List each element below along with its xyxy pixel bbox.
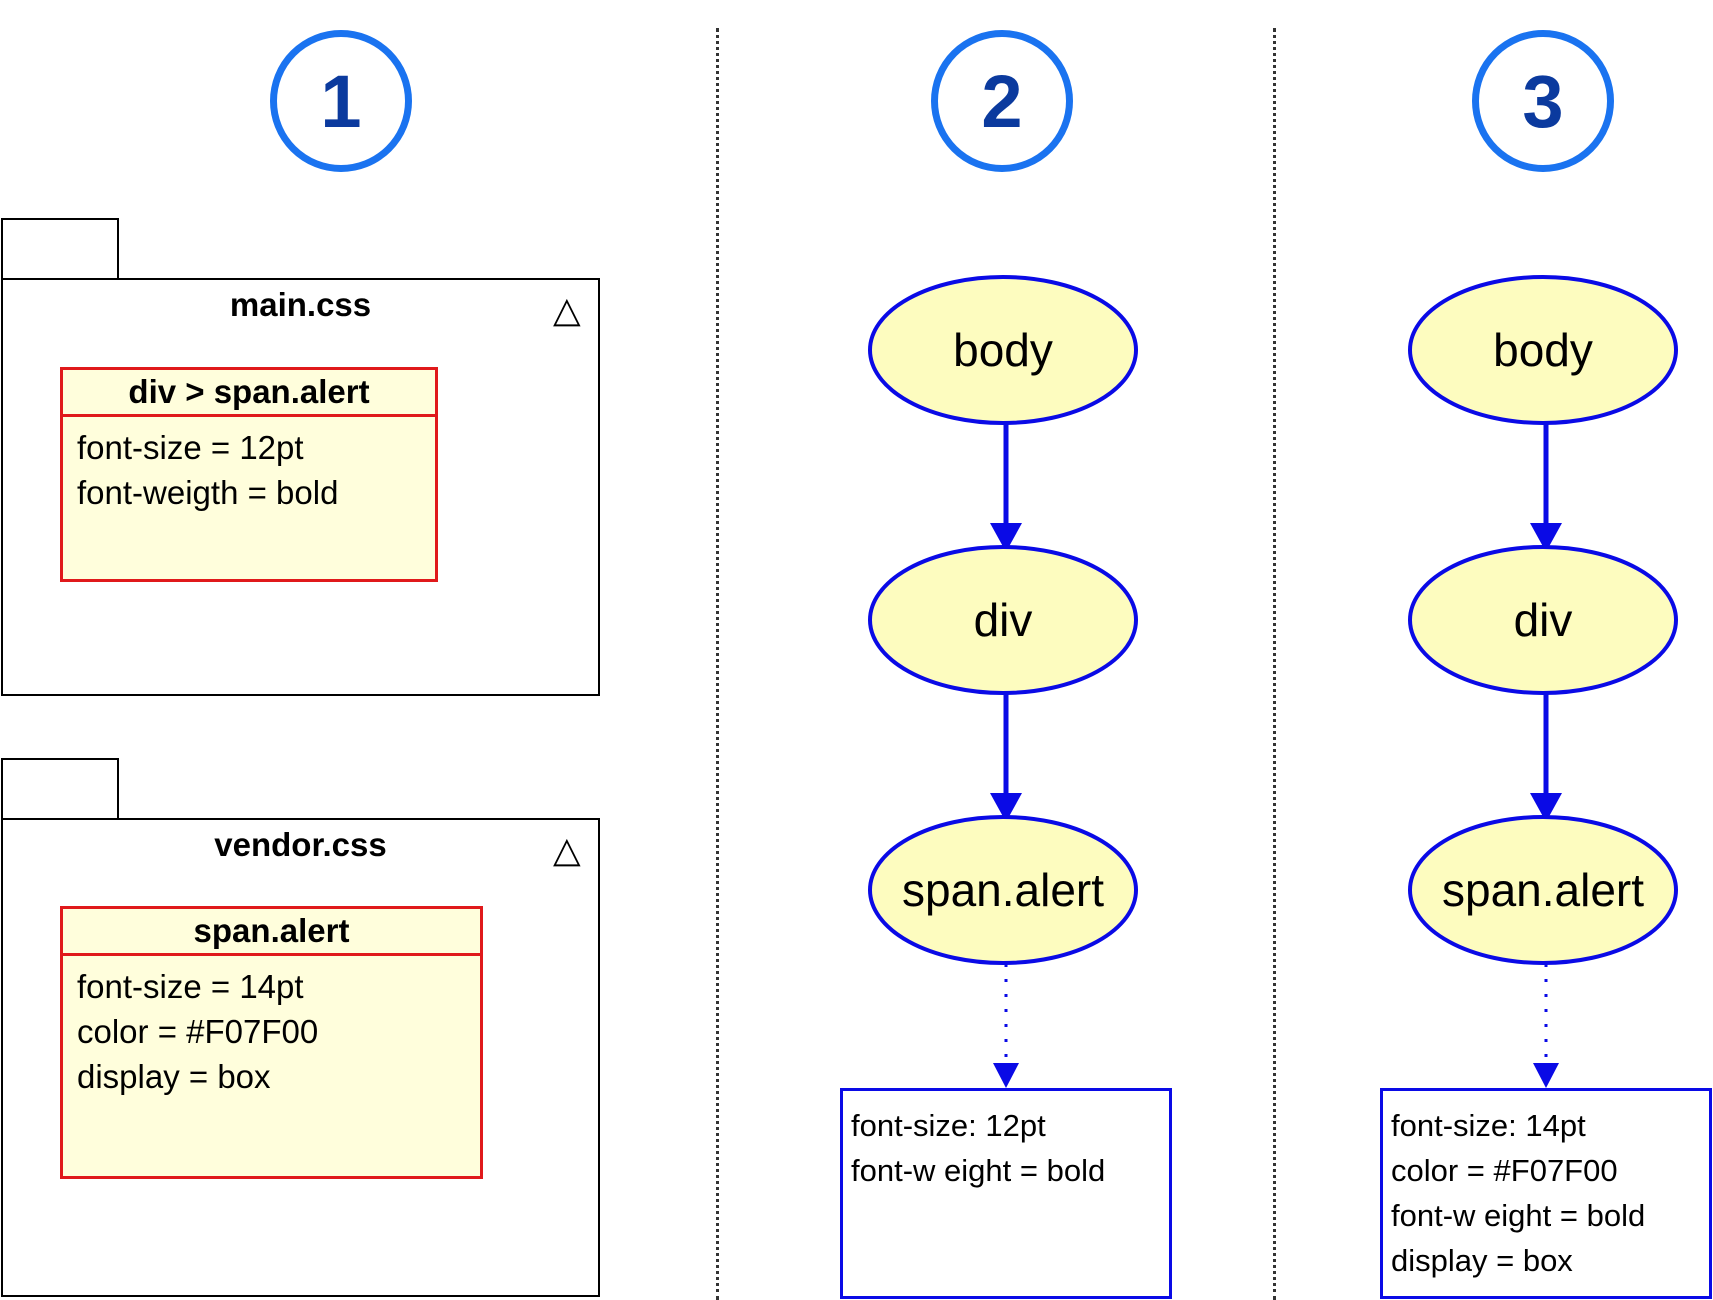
node-label: span.alert bbox=[1441, 864, 1644, 916]
step-circle-3: 3 bbox=[1472, 30, 1614, 172]
rule-properties: font-size = 12pt font-weigth = bold bbox=[63, 417, 435, 523]
rule-box: div > span.alert font-size = 12pt font-w… bbox=[60, 367, 438, 582]
arrowhead-icon bbox=[990, 793, 1022, 822]
step-circle-1: 1 bbox=[270, 30, 412, 172]
step-number: 1 bbox=[320, 59, 362, 143]
rule-properties: font-size = 14pt color = #F07F00 display… bbox=[63, 956, 480, 1107]
rule-selector: span.alert bbox=[63, 909, 480, 956]
computed-property: font-size: 12pt bbox=[851, 1108, 1046, 1143]
step-circle-2: 2 bbox=[931, 30, 1073, 172]
node-label: div bbox=[973, 594, 1033, 646]
rule-property: display = box bbox=[77, 1058, 271, 1095]
rule-property: color = #F07F00 bbox=[77, 1013, 319, 1050]
arrowhead-icon bbox=[1530, 793, 1562, 822]
rule-box: span.alert font-size = 14pt color = #F07… bbox=[60, 906, 483, 1179]
node-span-alert bbox=[1408, 815, 1678, 965]
column-separator bbox=[716, 28, 719, 1300]
node-label: body bbox=[953, 324, 1053, 376]
triangle-icon: △ bbox=[553, 289, 581, 330]
node-body bbox=[868, 275, 1138, 425]
package-title: vendor.css bbox=[214, 826, 387, 863]
rule-selector: div > span.alert bbox=[63, 370, 435, 417]
computed-style-box: font-size: 12pt font-w eight = bold bbox=[840, 1088, 1172, 1299]
tree-3 bbox=[1408, 275, 1678, 1088]
computed-property: font-size: 14pt bbox=[1391, 1108, 1586, 1143]
rule-property: font-size = 12pt bbox=[77, 429, 304, 466]
arrowhead-icon bbox=[1533, 1063, 1559, 1088]
node-span-alert bbox=[868, 815, 1138, 965]
node-div bbox=[1408, 545, 1678, 695]
node-label: span.alert bbox=[901, 864, 1104, 916]
computed-style-box: font-size: 14pt color = #F07F00 font-w e… bbox=[1380, 1088, 1712, 1299]
node-div bbox=[868, 545, 1138, 695]
tree-2 bbox=[868, 275, 1138, 1088]
step-number: 2 bbox=[981, 59, 1023, 143]
arrowhead-icon bbox=[993, 1063, 1019, 1088]
step-number: 3 bbox=[1522, 59, 1564, 143]
node-body bbox=[1408, 275, 1678, 425]
computed-property: font-w eight = bold bbox=[851, 1153, 1106, 1188]
rule-property: font-weigth = bold bbox=[77, 474, 339, 511]
node-label: body bbox=[1493, 324, 1593, 376]
node-label: div bbox=[1513, 594, 1573, 646]
arrowhead-icon bbox=[1530, 523, 1562, 552]
rule-property: font-size = 14pt bbox=[77, 968, 304, 1005]
computed-property: color = #F07F00 bbox=[1391, 1153, 1618, 1188]
column-separator bbox=[1273, 28, 1276, 1300]
triangle-icon: △ bbox=[553, 829, 581, 870]
package-title: main.css bbox=[229, 286, 372, 323]
computed-property: font-w eight = bold bbox=[1391, 1198, 1646, 1233]
computed-property: display = box bbox=[1391, 1243, 1573, 1278]
arrowhead-icon bbox=[990, 523, 1022, 552]
